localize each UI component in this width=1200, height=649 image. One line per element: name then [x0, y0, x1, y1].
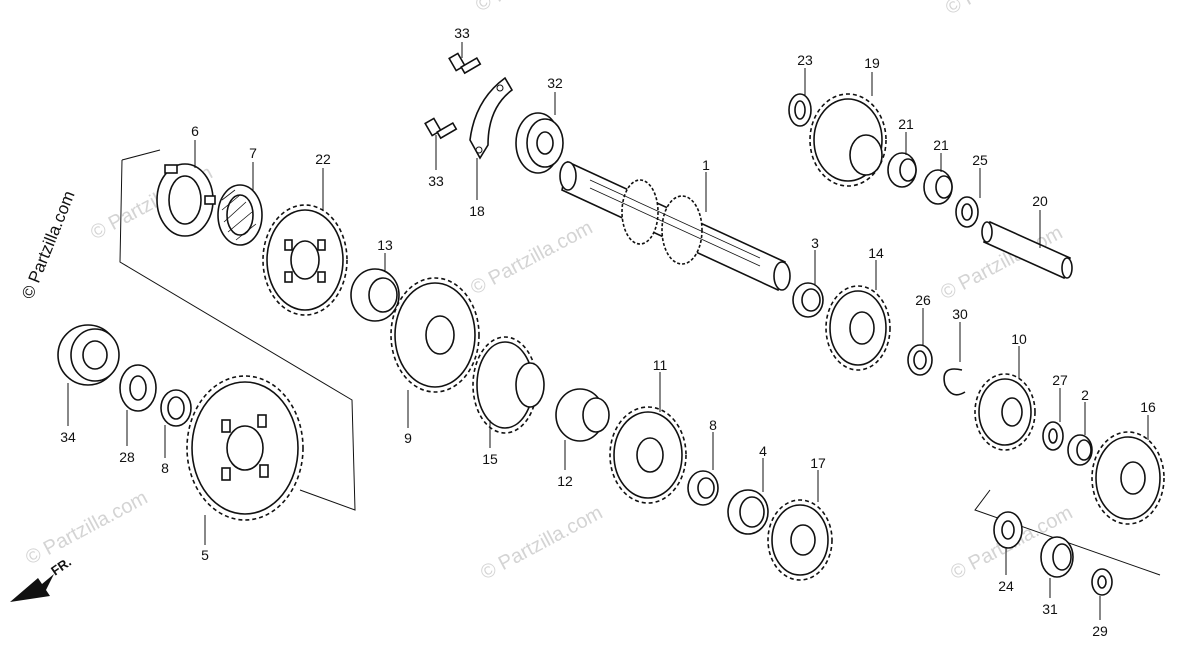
watermark: © Partzilla.com [472, 0, 601, 16]
callout-6: 6 [191, 123, 199, 139]
callout-34: 34 [60, 429, 76, 445]
part-22-gear [262, 204, 348, 316]
part-33-bolt-top [448, 52, 482, 75]
part-4-collar [727, 489, 769, 535]
part-6-hub [156, 163, 216, 237]
part-1-mainshaft [559, 160, 791, 292]
callout-25: 25 [972, 152, 988, 168]
callout-32: 32 [547, 75, 563, 91]
callout-20: 20 [1032, 193, 1048, 209]
callout-29: 29 [1092, 623, 1108, 639]
part-12-bush [555, 388, 610, 442]
callout-1: 1 [702, 157, 710, 173]
part-29-washer [1091, 568, 1113, 596]
watermark: © Partzilla.com [477, 502, 606, 585]
callout-28: 28 [119, 449, 135, 465]
part-18-set-plate [469, 76, 514, 160]
part-21-bush-b [923, 169, 953, 205]
watermark: © Partzilla.com [22, 487, 151, 570]
part-16-gear [1091, 431, 1165, 525]
callout-16: 16 [1140, 399, 1156, 415]
leader-lines [67, 42, 1149, 620]
part-14-gear [825, 285, 891, 371]
copyright-text: © Partzilla.com [18, 188, 79, 301]
callout-27: 27 [1052, 372, 1068, 388]
part-26-washer [907, 344, 933, 376]
callout-22: 22 [315, 151, 331, 167]
part-9-gear [390, 277, 480, 393]
callout-33-top: 33 [454, 25, 470, 41]
callout-21-b: 21 [933, 137, 949, 153]
part-15-gear [472, 336, 545, 434]
part-24-washer [993, 511, 1023, 549]
watermark: © Partzilla.com [467, 217, 596, 300]
callout-labels: 1 2 3 4 5 6 7 8 8 9 10 11 12 13 14 15 16… [60, 25, 1156, 639]
part-30-circlip [943, 368, 966, 396]
callout-12: 12 [557, 473, 573, 489]
part-33-bolt-bottom [424, 117, 458, 140]
callout-31: 31 [1042, 601, 1058, 617]
part-17-gear [767, 499, 833, 581]
part-34-bearing [57, 324, 120, 386]
callout-15: 15 [482, 451, 498, 467]
part-27-washer [1042, 421, 1064, 451]
callout-8-center: 8 [709, 417, 717, 433]
part-28-washer [119, 364, 157, 412]
part-10-gear [974, 373, 1036, 451]
part-23-washer [788, 93, 812, 127]
part-2-bush [1067, 434, 1093, 466]
callout-26: 26 [915, 292, 931, 308]
part-21-bush-a [887, 152, 917, 188]
callout-17: 17 [810, 455, 826, 471]
part-3-collar [792, 282, 824, 318]
callout-13: 13 [377, 237, 393, 253]
callout-23: 23 [797, 52, 813, 68]
callout-19: 19 [864, 55, 880, 71]
part-25-washer [955, 196, 979, 228]
part-5-large-gear [186, 375, 304, 521]
watermark: © Partzilla.com [942, 0, 1071, 19]
callout-11: 11 [653, 357, 668, 373]
group-outlines [119, 149, 1161, 576]
part-8-bush-center [687, 470, 719, 506]
callout-4: 4 [759, 443, 767, 459]
callout-5: 5 [201, 547, 209, 563]
callout-18: 18 [469, 203, 485, 219]
left-group-bracket [119, 159, 356, 511]
callout-9: 9 [404, 430, 412, 446]
part-13-bush [350, 268, 400, 322]
callout-21-a: 21 [898, 116, 914, 132]
callout-33-bottom: 33 [428, 173, 444, 189]
part-31-bush [1040, 536, 1074, 578]
callout-14: 14 [868, 245, 884, 261]
callout-3: 3 [811, 235, 819, 251]
callout-30: 30 [952, 306, 968, 322]
part-7-needle-bearing [217, 184, 263, 246]
part-11-gear [609, 406, 687, 504]
callout-8-left: 8 [161, 460, 169, 476]
callout-10: 10 [1011, 331, 1027, 347]
left-group-top [121, 149, 161, 161]
part-32-bearing [515, 112, 564, 174]
part-19-gear [809, 93, 887, 187]
callout-7: 7 [249, 145, 257, 161]
callout-24: 24 [998, 578, 1014, 594]
part-20-shaft [981, 220, 1073, 280]
callout-2: 2 [1081, 387, 1089, 403]
part-8-bush-left [160, 389, 192, 427]
right-group-bracket [974, 489, 1161, 576]
